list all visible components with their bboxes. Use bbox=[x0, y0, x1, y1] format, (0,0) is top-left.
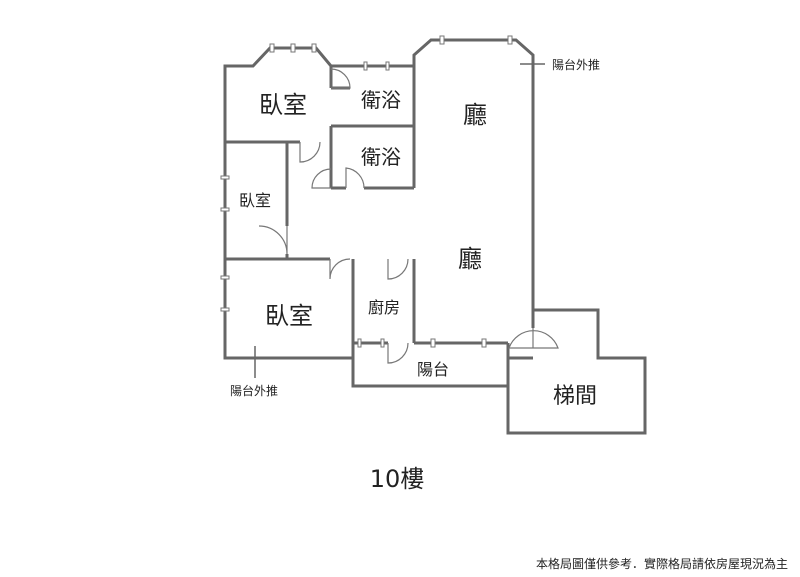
windows bbox=[220, 35, 513, 348]
room-label-stairwell: 梯間 bbox=[553, 384, 597, 409]
doors bbox=[258, 68, 559, 364]
room-label-bath-top: 衛浴 bbox=[361, 88, 401, 112]
floor-label: 10樓 bbox=[370, 465, 425, 493]
room-label-living-mid: 廳 bbox=[458, 245, 482, 273]
interior-walls bbox=[225, 66, 533, 386]
note-balcony-push-left: 陽台外推 bbox=[230, 383, 278, 398]
room-label-balcony: 陽台 bbox=[417, 360, 449, 379]
room-label-bath-mid: 衛浴 bbox=[361, 145, 401, 169]
room-label-bedroom-mid: 臥室 bbox=[239, 191, 271, 210]
room-label-bedroom-bottom: 臥室 bbox=[265, 302, 313, 330]
disclaimer-text: 本格局圖僅供參考．實際格局請依房屋現況為主 bbox=[536, 556, 788, 571]
note-balcony-push-right: 陽台外推 bbox=[552, 57, 600, 72]
room-label-living-top: 廳 bbox=[463, 101, 487, 129]
room-label-kitchen: 廚房 bbox=[368, 298, 400, 317]
room-label-bedroom-top: 臥室 bbox=[259, 91, 307, 119]
